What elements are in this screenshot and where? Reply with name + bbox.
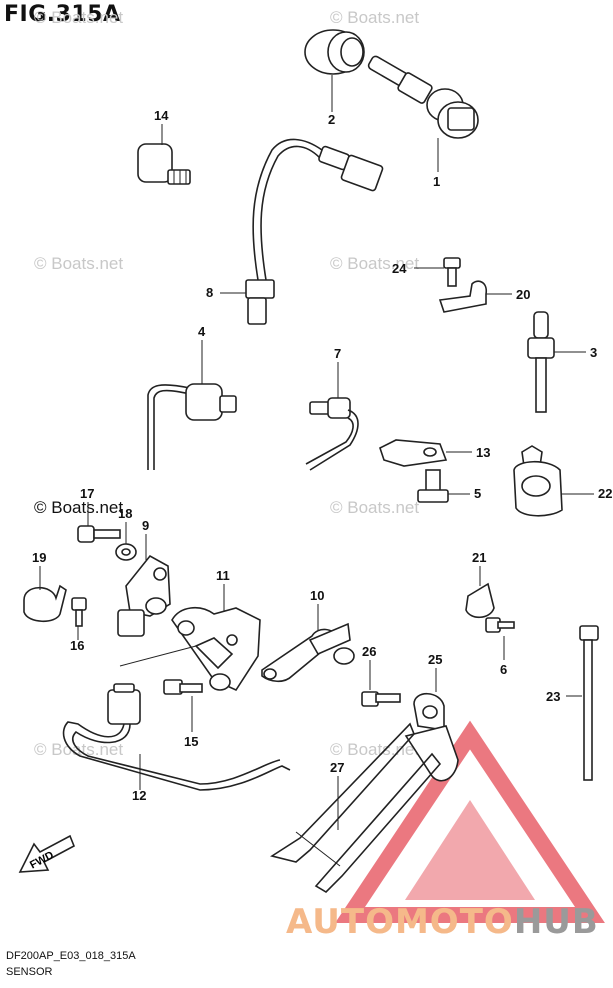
label-part-15[interactable]: 15: [184, 734, 198, 749]
watermark: © Boats.net: [34, 254, 124, 273]
part-21-clamp[interactable]: [465, 566, 495, 619]
label-part-10[interactable]: 10: [310, 588, 324, 603]
watermark-dark: © Boats.net: [34, 498, 124, 517]
brand-wordmark: AUTOMOTOHUB: [286, 902, 599, 942]
label-part-20[interactable]: 20: [516, 287, 530, 302]
part-26-bolt[interactable]: [361, 660, 401, 707]
label-part-1[interactable]: 1: [433, 174, 440, 189]
part-22-clip[interactable]: [513, 445, 594, 517]
part-8-temperature-sensor[interactable]: [220, 138, 384, 325]
part-27-bracket-plate[interactable]: [270, 722, 442, 894]
watermark: © Boats.net: [34, 8, 124, 27]
part-23-cable-tie[interactable]: [566, 625, 599, 781]
label-part-25[interactable]: 25: [428, 652, 442, 667]
part-25-bracket[interactable]: [404, 668, 459, 782]
part-12-wiring-harness[interactable]: [62, 683, 291, 791]
label-part-13[interactable]: 13: [476, 445, 490, 460]
label-part-6[interactable]: 6: [500, 662, 507, 677]
label-part-2[interactable]: 2: [328, 112, 335, 127]
label-part-4[interactable]: 4: [198, 324, 206, 339]
brand-triangle-logo: [335, 720, 605, 923]
part-24-bolt[interactable]: [414, 257, 461, 287]
part-11-bracket[interactable]: [119, 584, 261, 692]
part-number-labels: 1 2 3 4 5 6 7 8 9 10 11 12 13 14 15 16 1…: [28, 108, 612, 872]
part-20-clamp[interactable]: [438, 280, 512, 313]
label-part-21[interactable]: 21: [472, 550, 486, 565]
part-14-pressure-switch[interactable]: [137, 124, 191, 185]
part-7-sensor-cable[interactable]: [305, 362, 359, 471]
label-part-8[interactable]: 8: [206, 285, 213, 300]
fwd-arrow-icon: [18, 834, 76, 873]
part-18-washer[interactable]: [115, 522, 137, 561]
part-4-knock-sensor[interactable]: [147, 340, 237, 470]
part-9-throttle-sensor[interactable]: [117, 534, 171, 637]
part-1-sensor[interactable]: [367, 55, 479, 172]
figure-caption: SENSOR: [6, 966, 53, 978]
label-part-9[interactable]: 9: [142, 518, 149, 533]
part-16-bolt[interactable]: [71, 597, 87, 640]
watermark: © Boats.net: [330, 254, 420, 273]
part-5-bolt[interactable]: [417, 469, 470, 503]
label-part-26[interactable]: 26: [362, 644, 376, 659]
label-part-27[interactable]: 27: [330, 760, 344, 775]
figure-title: FIG.315A: [4, 2, 121, 27]
label-part-23[interactable]: 23: [546, 689, 560, 704]
part-2-grommet[interactable]: [304, 29, 365, 112]
label-part-19[interactable]: 19: [32, 550, 46, 565]
part-15-bolt[interactable]: [163, 679, 203, 732]
label-part-18[interactable]: 18: [118, 506, 132, 521]
label-part-3[interactable]: 3: [590, 345, 597, 360]
part-3-sensor-probe[interactable]: [527, 311, 586, 413]
label-part-11[interactable]: 11: [216, 568, 230, 583]
label-part-12[interactable]: 12: [132, 788, 146, 803]
part-10-link-rod[interactable]: [261, 604, 355, 683]
brand-part1: AUTOMOTO: [286, 902, 514, 942]
watermark: © Boats.net: [330, 498, 420, 517]
part-17-bolt[interactable]: [77, 502, 121, 543]
label-part-22[interactable]: 22: [598, 486, 612, 501]
label-part-24[interactable]: 24: [392, 261, 407, 276]
label-part-14[interactable]: 14: [154, 108, 169, 123]
watermark: © Boats.net: [330, 8, 420, 27]
part-13-bracket[interactable]: [379, 439, 472, 467]
label-part-16[interactable]: 16: [70, 638, 84, 653]
figure-code: DF200AP_E03_018_315A: [6, 950, 136, 962]
label-part-5[interactable]: 5: [474, 486, 481, 501]
brand-part2: HUB: [513, 902, 599, 942]
label-part-7[interactable]: 7: [334, 346, 341, 361]
part-6-bolt[interactable]: [485, 617, 515, 660]
part-19-clamp[interactable]: [23, 566, 67, 623]
label-part-17[interactable]: 17: [80, 486, 94, 501]
